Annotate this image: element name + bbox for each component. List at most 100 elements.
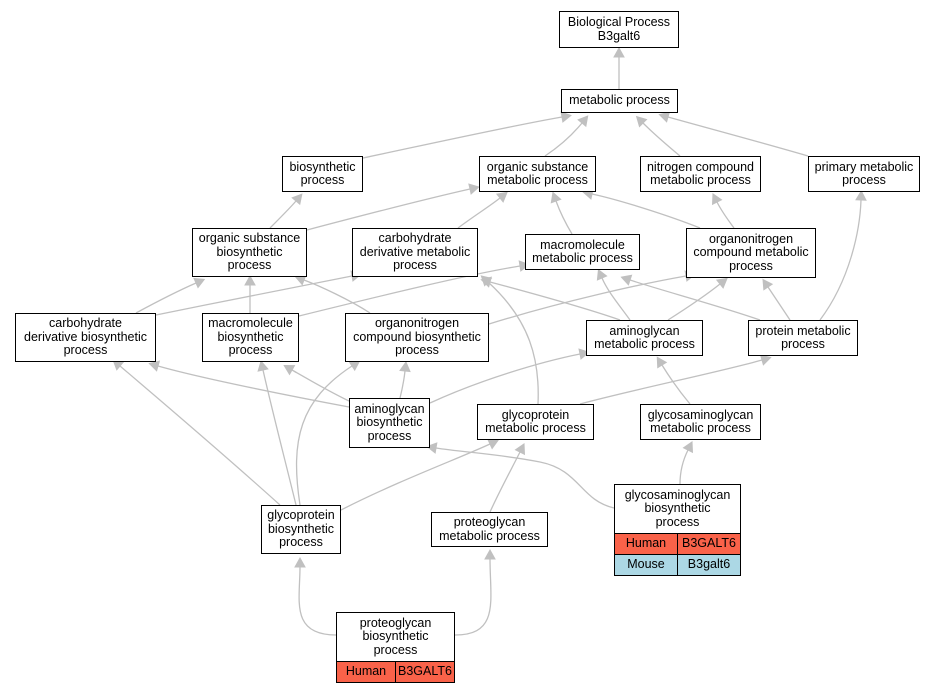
node-glycoprotein-met: glycoprotein metabolic process xyxy=(477,404,594,440)
node-label: aminoglycan biosynthetic process xyxy=(350,399,429,447)
node-label-text: organic substance metabolic process xyxy=(486,159,589,187)
node-label-text: aminoglycan metabolic process xyxy=(594,323,695,351)
node-organonitro-bio: organonitrogen compound biosynthetic pro… xyxy=(345,313,489,362)
gene-cell: B3GALT6 xyxy=(395,662,454,682)
edge-aminoglycan_met-to-organonitro_met xyxy=(667,277,728,321)
node-macromol-bio: macromolecule biosynthetic process xyxy=(202,313,299,362)
edge-aminoglycan_bio-to-macromol_bio xyxy=(283,365,350,402)
edge-arrowhead xyxy=(283,365,296,376)
edge-carb_deriv_met-to-org_sub_met xyxy=(457,191,508,229)
species-cell: Mouse xyxy=(627,557,665,572)
node-nitrogen-met: nitrogen compound metabolic process xyxy=(640,156,761,192)
edge-line xyxy=(661,364,691,405)
node-aminoglycan-bio: aminoglycan biosynthetic process xyxy=(349,398,430,448)
edge-protein_met-to-organonitro_met xyxy=(762,278,791,321)
edge-line xyxy=(819,199,862,321)
node-glycoprotein-bio: glycoprotein biosynthetic process xyxy=(261,505,341,554)
edge-line xyxy=(306,188,471,231)
edge-line xyxy=(262,369,297,506)
edge-arrowhead xyxy=(715,277,728,289)
edge-aminoglycan_met-to-macromol_met xyxy=(596,268,631,321)
edge-proteoglycan_met-to-glycoprotein_met xyxy=(489,443,526,513)
node-label-text: glycosaminoglycan metabolic process xyxy=(647,407,754,435)
edge-glycoprotein_bio-to-macromol_bio xyxy=(257,360,297,506)
node-label: carbohydrate derivative metabolic proces… xyxy=(353,229,477,276)
node-metabolic: metabolic process xyxy=(561,89,678,113)
edge-line xyxy=(642,122,681,157)
edge-line xyxy=(629,279,761,321)
edge-line xyxy=(269,200,297,229)
node-label: organic substance biosynthetic process xyxy=(193,229,306,276)
node-protein-met: protein metabolic process xyxy=(748,320,858,356)
node-label-text: nitrogen compound metabolic process xyxy=(646,159,755,187)
edge-arrowhead xyxy=(759,354,772,366)
edge-line xyxy=(489,451,521,513)
node-label: glycoprotein biosynthetic process xyxy=(262,506,340,553)
edge-arrowhead xyxy=(468,183,480,195)
node-label-text: carbohydrate derivative biosynthetic pro… xyxy=(24,316,147,358)
node-label-text: proteoglycan biosynthetic process xyxy=(359,615,432,657)
edge-line xyxy=(303,279,371,314)
edge-arrowhead xyxy=(762,278,774,291)
edge-line xyxy=(489,281,621,321)
edge-macromol_bio-to-macromol_met xyxy=(298,260,530,317)
edge-arrowhead xyxy=(348,360,361,372)
edge-arrowhead xyxy=(514,443,526,456)
gene-cell: B3GALT6 xyxy=(677,534,740,554)
node-label: aminoglycan metabolic process xyxy=(587,321,702,355)
edge-line xyxy=(340,443,491,511)
node-label: glycosaminoglycan biosynthetic process xyxy=(615,485,740,533)
node-label-text: primary metabolic process xyxy=(814,159,914,187)
edge-line xyxy=(157,365,350,408)
node-label-text: glycoprotein metabolic process xyxy=(485,407,586,435)
node-label: biosynthetic process xyxy=(283,157,362,191)
node-label-text: protein metabolic process xyxy=(755,323,851,351)
edge-glycoprotein_bio-to-glycoprotein_met xyxy=(340,438,500,511)
edge-carb_deriv_bio-to-org_sub_bio xyxy=(135,277,206,314)
edge-organonitro_met-to-org_sub_met xyxy=(582,188,701,229)
edge-arrowhead xyxy=(399,361,411,373)
edge-arrowhead xyxy=(426,442,438,454)
edge-line xyxy=(679,449,689,485)
node-label-text: biosynthetic process xyxy=(289,159,356,187)
edge-arrowhead xyxy=(480,275,493,287)
edge-nitrogen_met-to-metabolic xyxy=(635,115,681,157)
node-label-text: macromolecule biosynthetic process xyxy=(208,316,293,358)
edge-aminoglycan_met-to-carb_deriv_met xyxy=(480,276,621,321)
edge-proteoglycan_bio-to-proteoglycan_met xyxy=(454,548,496,636)
node-label-text: carbohydrate derivative metabolic proces… xyxy=(359,231,471,273)
node-label: metabolic process xyxy=(562,90,677,112)
node-carb-deriv-bio: carbohydrate derivative biosynthetic pro… xyxy=(15,313,156,362)
edge-aminoglycan_bio-to-organonitro_bio xyxy=(399,361,411,399)
node-label: glycosaminoglycan metabolic process xyxy=(641,405,760,439)
edge-arrowhead xyxy=(518,260,530,272)
node-label: protein metabolic process xyxy=(749,321,857,355)
node-label-text: organonitrogen compound metabolic proces… xyxy=(693,231,809,273)
edge-arrowhead xyxy=(148,360,161,372)
edge-gag_bio-to-aminoglycan_bio xyxy=(426,442,615,509)
edge-proteoglycan_bio-to-glycoprotein_bio xyxy=(294,556,337,636)
edge-line xyxy=(579,359,763,405)
node-label-text: organonitrogen compound biosynthetic pro… xyxy=(353,316,481,358)
edge-arrowhead xyxy=(656,356,668,369)
node-label: carbohydrate derivative biosynthetic pro… xyxy=(16,314,155,361)
node-label: macromolecule biosynthetic process xyxy=(203,314,298,361)
edge-metabolic-to-root xyxy=(613,46,625,89)
edge-gag_met-to-aminoglycan_met xyxy=(656,356,691,405)
edge-arrowhead xyxy=(257,360,269,372)
node-organonitro-met: organonitrogen compound metabolic proces… xyxy=(686,228,816,278)
edge-line xyxy=(435,447,615,509)
edge-line xyxy=(362,116,563,159)
edge-aminoglycan_bio-to-carb_deriv_bio xyxy=(148,360,350,408)
node-label: organonitrogen compound metabolic proces… xyxy=(687,229,815,277)
gene-cell: B3galt6 xyxy=(677,555,740,575)
edge-protein_met-to-primary_met xyxy=(819,189,867,321)
edge-organonitro_met-to-nitrogen_met xyxy=(711,193,735,229)
node-org-sub-met: organic substance metabolic process xyxy=(479,156,596,192)
edge-arrowhead xyxy=(484,548,496,560)
edge-arrowhead xyxy=(550,191,562,204)
edge-arrowhead xyxy=(855,189,867,201)
edge-arrowhead xyxy=(620,274,633,286)
edge-line xyxy=(295,365,353,506)
